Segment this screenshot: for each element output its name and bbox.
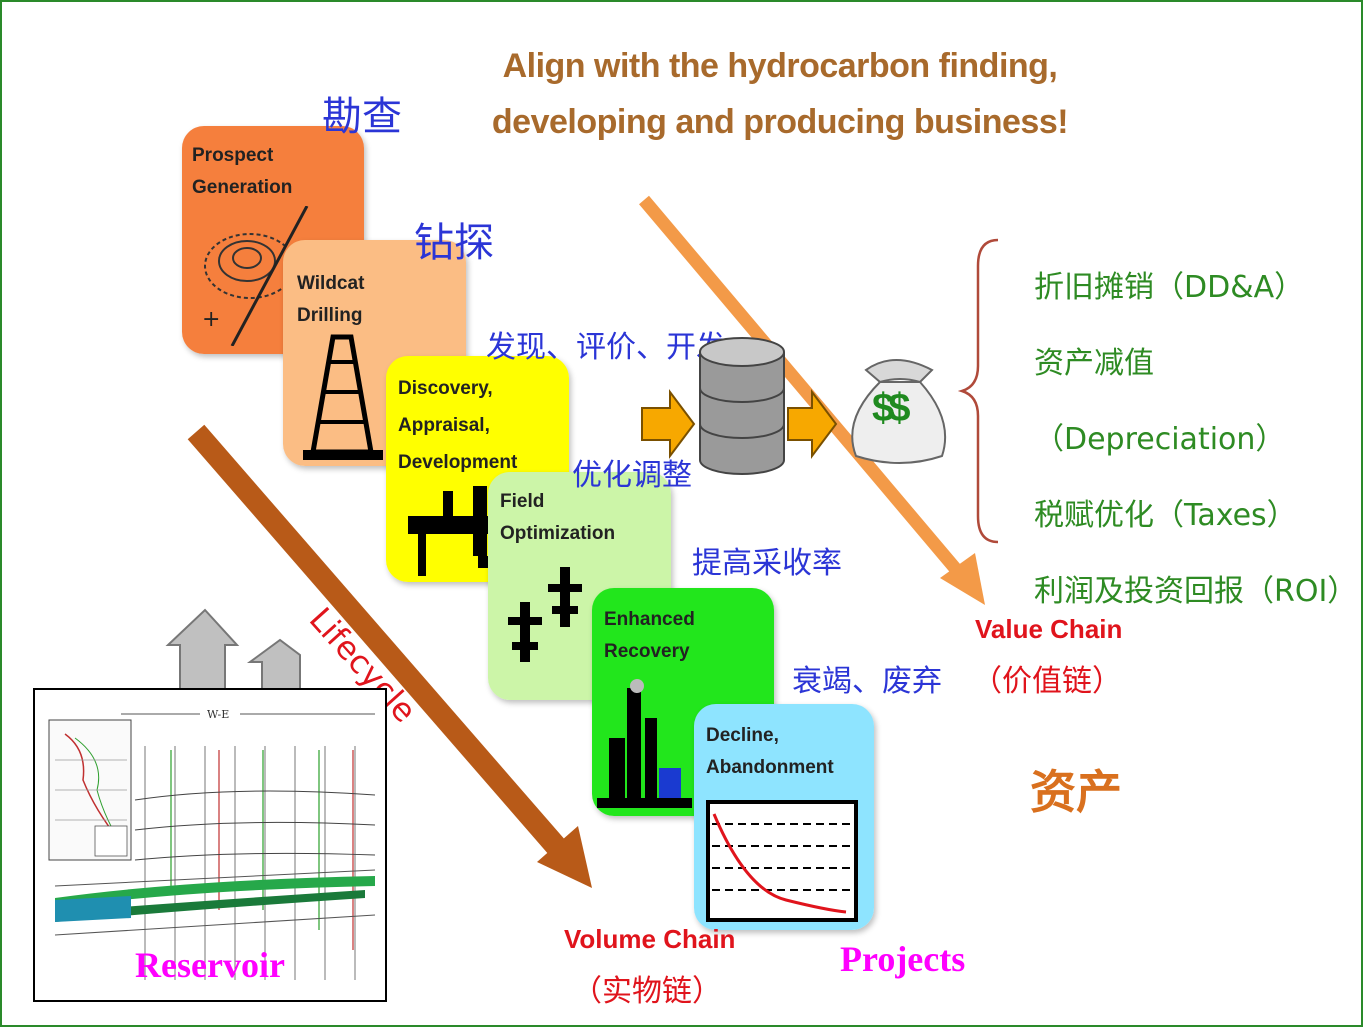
- stage-wildcat-label: Wildcat Drilling: [297, 273, 365, 326]
- stage-discovery: Discovery, Appraisal, Development: [386, 356, 569, 582]
- up-arrow-left: [165, 608, 240, 691]
- flow-arrow-2: [787, 389, 838, 459]
- decline-curve-icon: [706, 800, 858, 922]
- seismic-title: W-E: [207, 708, 229, 721]
- stage-enhanced-label: Enhanced Recovery: [604, 609, 695, 662]
- lifecycle-arrowhead: [537, 826, 592, 888]
- value-chain-arrow: [639, 195, 970, 585]
- stage-decline-cn: 衰竭、废弃: [792, 664, 942, 699]
- value-item-depreciation: 资产减值（Depreciation）: [1034, 346, 1286, 457]
- money-symbol: $$: [872, 386, 910, 430]
- stage-prospect-label: Prospect Generation: [192, 145, 293, 198]
- title-line-2: developing and producing business!: [491, 103, 1069, 141]
- value-chain-label: Value Chain: [975, 614, 1123, 644]
- production-facility-icon: [408, 486, 503, 576]
- projects-label: Projects: [840, 939, 966, 979]
- asset-label: 资产: [1030, 765, 1122, 819]
- value-item-roi: 利润及投资回报（ROI）: [1034, 574, 1358, 609]
- stage-wildcat-cn: 钻探: [414, 220, 494, 266]
- database-icon: [699, 337, 785, 475]
- value-items-brace: [957, 238, 999, 544]
- stage-field-cn: 优化调整: [572, 458, 692, 493]
- value-items-list: 折旧摊销（DD&A） 资产减值（Depreciation） 税赋优化（Taxes…: [1034, 250, 1363, 630]
- stage-decline-label: Decline, Abandonment: [706, 725, 834, 778]
- value-chain-arrowhead: [940, 553, 985, 605]
- value-item-dda: 折旧摊销（DD&A）: [1034, 270, 1305, 305]
- diagram-title: Align with the hydrocarbon finding, deve…: [470, 38, 1090, 150]
- stage-wildcat-drilling: Wildcat Drilling: [283, 240, 466, 466]
- seismic-section-image: W-E: [48, 708, 376, 980]
- value-chain-cn: （价值链）: [972, 664, 1122, 699]
- money-bag-icon: [851, 359, 947, 464]
- reservoir-label: Reservoir: [135, 945, 285, 985]
- stage-discovery-cn: 发现、评价、开发: [486, 330, 726, 365]
- svg-text:+: +: [202, 307, 220, 332]
- drilling-rig-icon: [303, 334, 383, 460]
- asset-flow-graphic: [641, 337, 947, 475]
- wellhead-icon: [508, 567, 582, 662]
- stage-enhanced-recovery: Enhanced Recovery: [592, 588, 774, 816]
- refinery-icon: [597, 679, 692, 808]
- title-line-1: Align with the hydrocarbon finding,: [502, 47, 1058, 85]
- up-arrow-right: [246, 638, 301, 691]
- stage-prospect-cn: 勘查: [322, 94, 402, 140]
- stage-field-label: Field Optimization: [500, 491, 616, 544]
- stage-decline: Decline, Abandonment: [694, 704, 874, 930]
- volume-chain-cn: （实物链）: [572, 974, 722, 1009]
- lifecycle-arrow: [187, 424, 577, 868]
- stage-enhanced-cn: 提高采收率: [692, 546, 842, 581]
- value-item-taxes: 税赋优化（Taxes）: [1034, 498, 1297, 533]
- flow-arrow-1: [641, 389, 696, 459]
- volume-chain-label: Volume Chain: [564, 924, 736, 954]
- stage-discovery-label: Discovery, Appraisal, Development: [398, 378, 518, 473]
- reservoir-panel: W-E Reservoir: [33, 688, 387, 1002]
